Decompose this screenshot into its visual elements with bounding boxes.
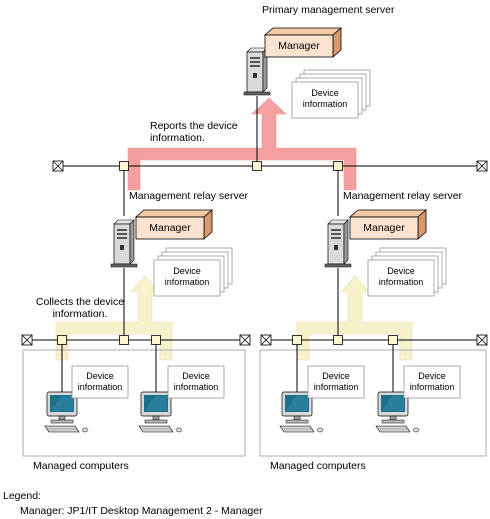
backbone-terminator-left: [52, 160, 64, 172]
pc-right-2-info: Device information: [409, 371, 455, 392]
report-label: Reports the device information.: [150, 120, 238, 144]
primary-manager-label: Manager: [278, 40, 320, 52]
backbone-node-primary: [252, 161, 262, 171]
relay-left-tower: [110, 219, 138, 268]
backbone-node-right: [333, 161, 343, 171]
backbone-node-left: [119, 161, 129, 171]
relay-left-info-label: Device information: [164, 266, 210, 287]
managed-caption-left: Managed computers: [33, 460, 129, 472]
collect-arrow-right: [296, 275, 413, 361]
relay-right-info-label: Device information: [378, 266, 424, 287]
collect-label: Collects the device information.: [35, 296, 125, 320]
collect-arrow-left: [55, 275, 173, 361]
primary-info-label: Device information: [302, 88, 348, 109]
managed-group-right-frame: [259, 349, 487, 457]
relay-right-title: Management relay server: [343, 190, 463, 202]
legend-item: Manager: JP1/IT Desktop Management 2 - M…: [20, 505, 263, 517]
relay-right-tower: [324, 219, 352, 268]
relay-left-title: Management relay server: [129, 190, 249, 202]
pc-right-1-info: Device information: [313, 371, 359, 392]
pc-left-2-info: Device information: [173, 371, 219, 392]
legend-title: Legend:: [3, 490, 41, 502]
managed-group-left-frame: [22, 349, 246, 457]
report-arrow: [127, 97, 357, 191]
pc-left-1-info: Device information: [77, 371, 123, 392]
primary-server-title: Primary management server: [262, 4, 395, 16]
managed-caption-right: Managed computers: [270, 460, 366, 472]
relay-left-manager-label: Manager: [149, 222, 191, 234]
backbone-terminator-right: [476, 160, 488, 172]
relay-right-manager-label: Manager: [363, 222, 405, 234]
